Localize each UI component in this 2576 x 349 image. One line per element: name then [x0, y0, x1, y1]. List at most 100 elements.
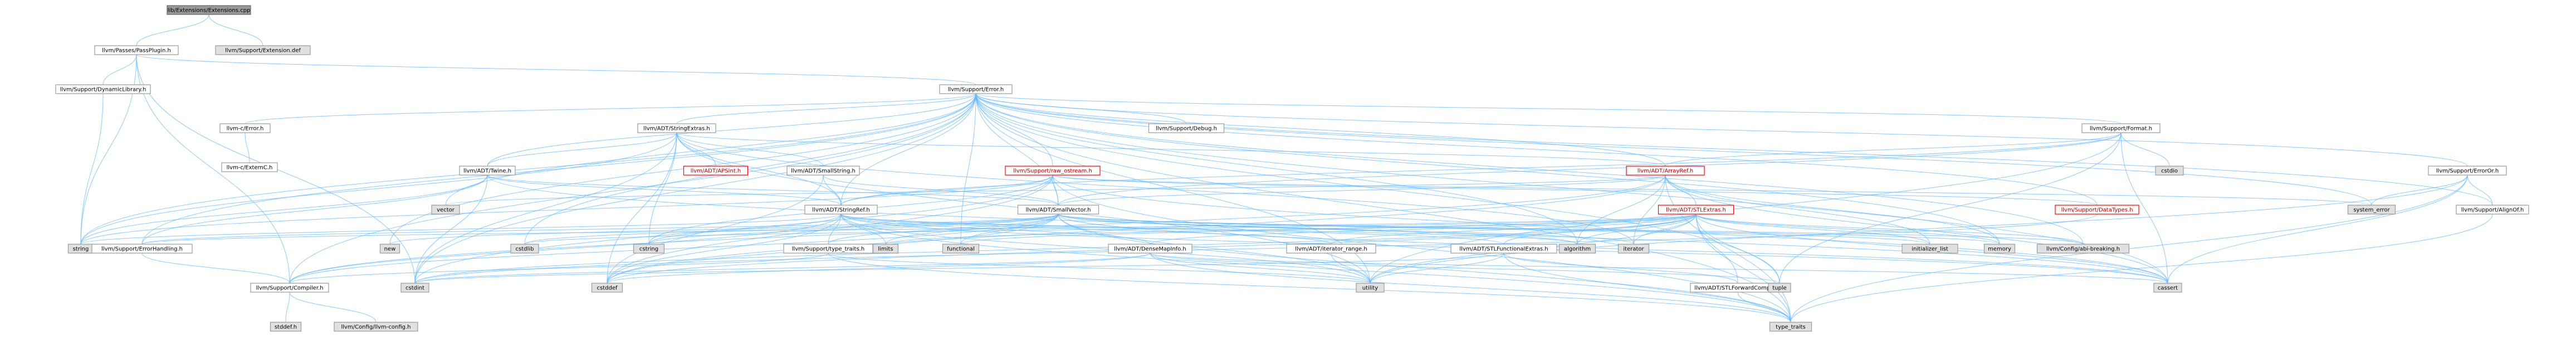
node-arrayref[interactable]: llvm/ADT/ArrayRef.h: [1626, 166, 1705, 176]
edge-rawos-to-typetraits_std: [1052, 174, 1791, 323]
edge-error-to-tuple: [975, 93, 1780, 284]
edge-smallvec-to-limits: [885, 214, 1059, 245]
edge-stringref-to-compiler: [289, 214, 842, 284]
node-debug[interactable]: llvm/Support/Debug.h: [1148, 123, 1225, 133]
node-label: llvm/Support/type_traits.h: [792, 246, 864, 253]
node-cerror[interactable]: llvm-c/Error.h: [219, 123, 271, 133]
node-utility[interactable]: utility: [1356, 283, 1385, 293]
node-label: cstdint: [405, 285, 424, 292]
node-box: [942, 244, 980, 254]
node-strext[interactable]: llvm/ADT/StringExtras.h: [637, 123, 716, 133]
node-format[interactable]: llvm/Support/Format.h: [2081, 123, 2160, 133]
edge-densemap-to-utility: [1150, 253, 1371, 284]
edge-error-to-functional: [960, 93, 976, 245]
node-extdef[interactable]: llvm/Support/Extension.def: [215, 45, 311, 55]
node-iterrange[interactable]: llvm/ADT/iterator_range.h: [1286, 244, 1376, 254]
node-aligned[interactable]: llvm/Support/AlignOf.h: [2456, 205, 2529, 215]
node-stringref[interactable]: llvm/ADT/StringRef.h: [804, 205, 878, 215]
edge-error-to-sysError: [975, 93, 2372, 206]
edge-stringref-to-typetraits: [828, 214, 842, 245]
edge-smallstr-to-smallvec: [823, 174, 1059, 206]
node-rawos[interactable]: llvm/Support/raw_ostream.h: [1005, 166, 1101, 176]
node-configab[interactable]: llvm/Config/abi-breaking.h: [2036, 244, 2130, 254]
node-box: [2055, 205, 2139, 215]
edge-passplugin-to-compiler: [136, 54, 290, 284]
node-cassert[interactable]: cassert: [2153, 283, 2182, 293]
node-tuple[interactable]: tuple: [1768, 283, 1791, 293]
node-passplugin[interactable]: llvm/Passes/PassPlugin.h: [94, 45, 179, 55]
edge-error-to-errhandling: [141, 93, 976, 245]
node-iterator[interactable]: iterator: [1617, 244, 1650, 254]
node-dynlib[interactable]: llvm/Support/DynamicLibrary.h: [55, 84, 151, 94]
node-erroror[interactable]: llvm/Support/ErrorOr.h: [2428, 166, 2507, 176]
node-string[interactable]: string: [67, 244, 94, 254]
node-cstddef[interactable]: cstddef: [591, 283, 623, 293]
node-box: [400, 283, 429, 293]
node-box: [250, 283, 329, 293]
node-sysError[interactable]: system_error: [2347, 205, 2396, 215]
edge-arrayref-to-iterator: [1633, 174, 1666, 245]
node-box: [1356, 283, 1385, 293]
node-twine[interactable]: llvm/ADT/Twine.h: [459, 166, 516, 176]
node-functional[interactable]: functional: [942, 244, 980, 254]
node-limits[interactable]: limits: [872, 244, 899, 254]
node-label: llvm/Support/Debug.h: [1156, 126, 1217, 132]
node-cstdlib[interactable]: cstdlib: [510, 244, 539, 254]
node-box: [431, 205, 460, 215]
node-cstdio[interactable]: cstdio: [2155, 166, 2184, 176]
node-box: [591, 283, 623, 293]
node-smallstr[interactable]: llvm/ADT/SmallString.h: [786, 166, 860, 176]
edge-stlextras-to-cstdint: [414, 214, 1697, 284]
node-algorithm[interactable]: algorithm: [1558, 244, 1596, 254]
node-label: llvm/ADT/StringRef.h: [812, 207, 869, 214]
edge-format-to-cassert: [2120, 132, 2168, 284]
node-typetraits[interactable]: llvm/Support/type_traits.h: [783, 244, 873, 254]
node-apsint[interactable]: llvm/ADT/APSInt.h: [683, 166, 749, 176]
node-typetraits_std[interactable]: type_traits: [1769, 322, 1812, 332]
edge-passplugin-to-error: [136, 54, 976, 85]
node-error[interactable]: llvm/Support/Error.h: [939, 84, 1013, 94]
node-label: functional: [947, 246, 975, 253]
node-label: llvm/Support/Error.h: [948, 87, 1004, 93]
node-label: tuple: [1772, 285, 1787, 292]
node-box: [215, 45, 311, 55]
node-compiler[interactable]: llvm/Support/Compiler.h: [250, 283, 329, 293]
node-label: llvm/Support/ErrorOr.h: [2436, 168, 2499, 174]
node-cstring[interactable]: cstring: [633, 244, 665, 254]
node-initlist[interactable]: initializer_list: [1902, 244, 1958, 254]
edge-strext-to-arrayref: [676, 132, 1666, 167]
node-label: llvm/ADT/ArrayRef.h: [1638, 168, 1694, 174]
node-stlfunc[interactable]: llvm/ADT/STLFunctionalExtras.h: [1450, 244, 1557, 254]
node-root[interactable]: lib/Extensions/Extensions.cpp: [167, 5, 251, 15]
node-memory[interactable]: memory: [1983, 244, 2016, 254]
node-box: [2036, 244, 2130, 254]
edge-stlextras-to-initlist: [1695, 214, 1930, 245]
edge-smallvec-to-errhandling: [141, 214, 1059, 245]
node-label: llvm/ADT/STLFunctionalExtras.h: [1459, 246, 1548, 253]
node-stddef[interactable]: stddef.h: [270, 322, 302, 332]
edge-error-to-format: [975, 93, 2122, 124]
edge-twine-to-errhandling: [141, 174, 488, 245]
edge-stlextras-to-iterator: [1633, 214, 1697, 245]
node-smallvec[interactable]: llvm/ADT/SmallVector.h: [1017, 205, 1099, 215]
node-cstdint[interactable]: cstdint: [400, 283, 429, 293]
node-vector[interactable]: vector: [431, 205, 460, 215]
node-new[interactable]: new: [379, 244, 400, 254]
node-box: [55, 84, 151, 94]
node-box: [872, 244, 899, 254]
edge-stlextras-to-stlfwd: [1695, 214, 1738, 284]
node-datatypes[interactable]: llvm/Support/DataTypes.h: [2055, 205, 2139, 215]
node-label: cstring: [639, 246, 658, 253]
node-stlextras[interactable]: llvm/ADT/STLExtras.h: [1658, 205, 1734, 215]
node-label: llvm/Support/Compiler.h: [256, 285, 323, 292]
node-errhandling[interactable]: llvm/Support/ErrorHandling.h: [91, 244, 193, 254]
node-box: [1768, 283, 1791, 293]
edge-typetraits-to-compiler: [289, 253, 829, 284]
node-densemap[interactable]: llvm/ADT/DenseMapInfo.h: [1108, 244, 1192, 254]
node-externc[interactable]: llvm-c/ExternC.h: [221, 162, 278, 172]
edge-rawos-to-sysError: [1052, 174, 2372, 206]
edge-strext-to-smallstr: [676, 132, 824, 167]
node-llvmconfig[interactable]: llvm/Config/llvm-config.h: [334, 322, 418, 332]
edge-smallstr-to-stringref: [823, 174, 842, 206]
node-box: [637, 123, 716, 133]
